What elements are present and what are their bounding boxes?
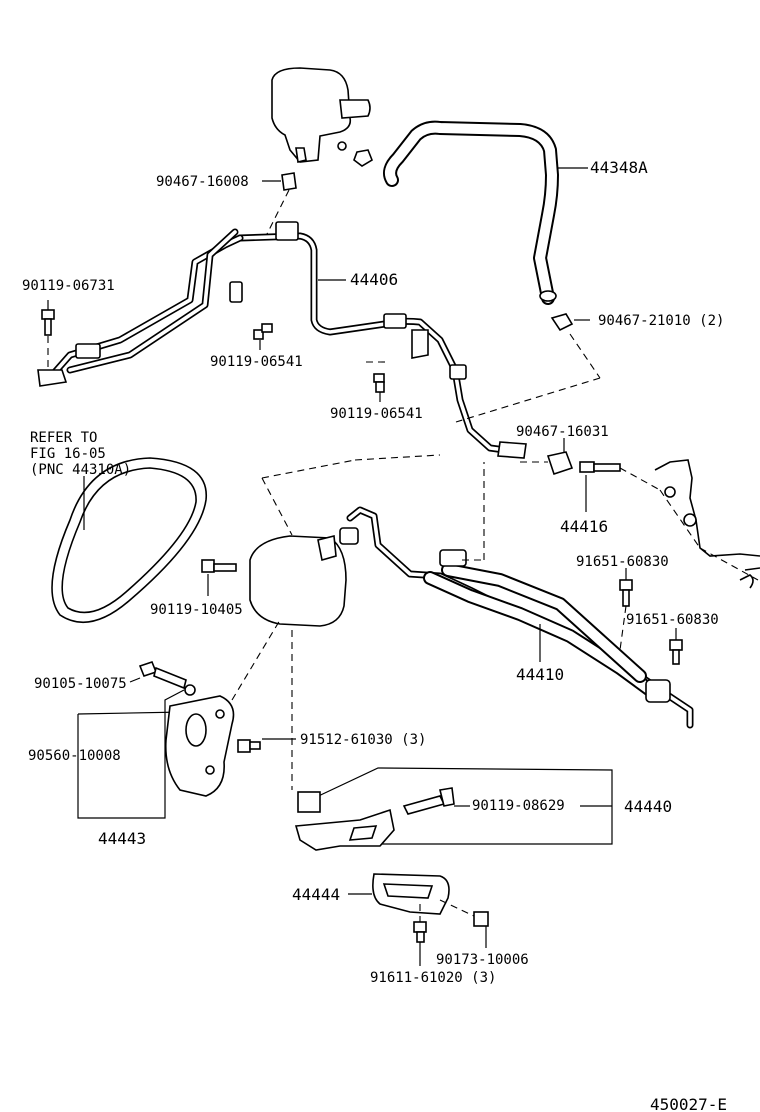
power-steering-pump	[249, 534, 347, 627]
label-90119-08629: 90119-08629	[472, 798, 565, 814]
return-hose-44348A	[383, 120, 559, 305]
bolt-91651-60830-a	[619, 579, 633, 607]
union-fitting-44416	[579, 461, 621, 473]
bolt-90119-06541-a	[253, 323, 273, 340]
bolt-90105-10075	[138, 661, 187, 690]
diagram-code: 450027-E	[650, 1095, 727, 1112]
bolt-90119-06731	[41, 309, 55, 336]
pump-bracket-44443	[164, 695, 235, 797]
label-44440: 44440	[624, 797, 672, 816]
reservoir-tank	[271, 67, 373, 167]
bolt-90119-10405	[201, 559, 237, 573]
label-91651-60830-a: 91651-60830	[576, 554, 669, 570]
pump-bracket-44444	[372, 873, 450, 915]
label-90467-21010: 90467-21010 (2)	[598, 313, 724, 329]
pressure-hose-44410	[339, 506, 694, 729]
bolt-91651-60830-b	[669, 639, 683, 665]
label-90119-10405: 90119-10405	[150, 602, 243, 618]
label-44443: 44443	[98, 829, 146, 848]
label-44406: 44406	[350, 270, 398, 289]
label-44348A: 44348A	[590, 158, 648, 177]
label-91611-61020: 91611-61020 (3)	[370, 970, 496, 986]
label-90560-10008: 90560-10008	[28, 748, 121, 764]
label-90119-06541-b: 90119-06541	[330, 406, 423, 422]
label-44410: 44410	[516, 665, 564, 684]
label-44444: 44444	[292, 885, 340, 904]
label-90119-06541-a: 90119-06541	[210, 354, 303, 370]
label-91512-61030: 91512-61030 (3)	[300, 732, 426, 748]
label-refer-to: REFER TO	[30, 430, 97, 446]
hose-clip-90467-21010	[550, 313, 574, 332]
label-90467-16008: 90467-16008	[156, 174, 249, 190]
hose-clip-90467-16008	[281, 172, 297, 191]
washer-90560-10008	[184, 684, 196, 696]
bolt-90119-08629	[402, 787, 455, 815]
label-90173-10006: 90173-10006	[436, 952, 529, 968]
bolt-90119-06541-b	[373, 373, 385, 393]
bolt-91611-61020	[413, 921, 427, 943]
hose-clamp-90467-16031	[546, 451, 574, 476]
bolt-91512-61030	[237, 739, 261, 753]
steering-gear-housing	[654, 459, 760, 589]
nut-90173-10006	[473, 911, 489, 927]
pressure-tube-44406	[37, 221, 527, 459]
v-ribbed-belt	[51, 457, 207, 623]
label-refer-fig: FIG 16-05	[30, 446, 106, 462]
label-refer-pnc: (PNC 44310A)	[30, 462, 131, 478]
label-44416: 44416	[560, 517, 608, 536]
label-90105-10075: 90105-10075	[34, 676, 127, 692]
pump-bracket-44440	[294, 791, 395, 851]
label-90467-16031: 90467-16031	[516, 424, 609, 440]
label-91651-60830-b: 91651-60830	[626, 612, 719, 628]
label-90119-06731: 90119-06731	[22, 278, 115, 294]
